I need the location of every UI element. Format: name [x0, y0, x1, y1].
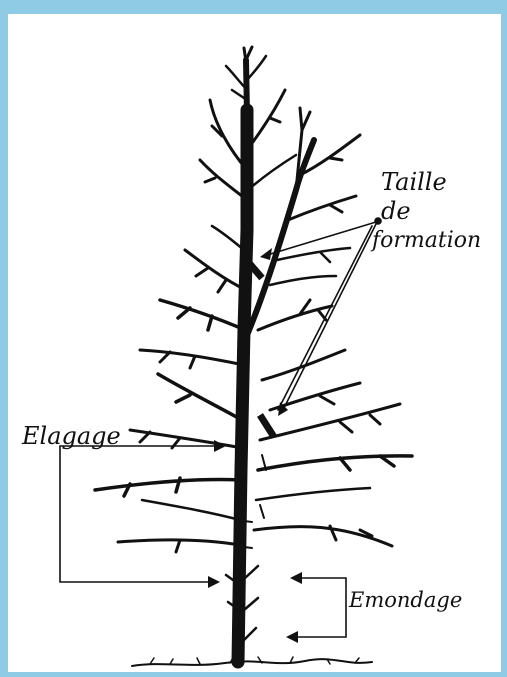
- branch-low-left-3: [95, 478, 241, 496]
- branch-mid-left-4: [212, 226, 244, 250]
- branch-low-right-4: [254, 526, 392, 546]
- emondage-arrowhead-bottom: [286, 631, 298, 643]
- label-formation: formation: [372, 230, 481, 252]
- branch-right-spur: [270, 276, 336, 285]
- label-taille: Taille: [381, 170, 447, 194]
- branch-right-high-2: [288, 196, 356, 220]
- branch-mid-left-2: [160, 300, 245, 330]
- emondage-arrowhead-top: [290, 572, 302, 584]
- branch-low-right-3: [256, 488, 370, 500]
- label-emondage: Emondage: [349, 590, 462, 611]
- label-elagage: Elagage: [22, 424, 121, 448]
- trunk-shoot-4: [244, 598, 258, 610]
- branch-upper-left-2: [200, 160, 247, 200]
- branch-top-right: [247, 56, 266, 80]
- pruning-cut-mark-4: [260, 505, 264, 518]
- branch-low-left-5: [118, 540, 240, 552]
- branch-mid-left-3: [140, 350, 244, 368]
- ground-line: [132, 659, 372, 666]
- elagage-arrowhead-top: [214, 440, 226, 452]
- branch-mid-left-1: [185, 250, 246, 292]
- formation-arrow-lower: [282, 224, 376, 412]
- trunk-shoot-3: [245, 566, 258, 578]
- branch-low-left-1: [158, 374, 242, 420]
- branch-low-right-2: [258, 456, 412, 470]
- formation-arrowhead-upper: [260, 248, 272, 260]
- formation-cut-bar-lower: [260, 415, 274, 437]
- emondage-bracket: [292, 578, 346, 637]
- elagage-arrowhead-bottom: [208, 576, 220, 588]
- trunk-shoot-5: [244, 628, 256, 640]
- branch-right-mid: [277, 248, 350, 262]
- elagage-bracket: [60, 446, 216, 582]
- grass-tufts: [150, 656, 359, 664]
- label-de: de: [381, 199, 411, 223]
- branch-upper-right-2: [248, 155, 296, 190]
- branch-low-left-4: [142, 500, 240, 520]
- branch-mid-right-2: [262, 350, 345, 380]
